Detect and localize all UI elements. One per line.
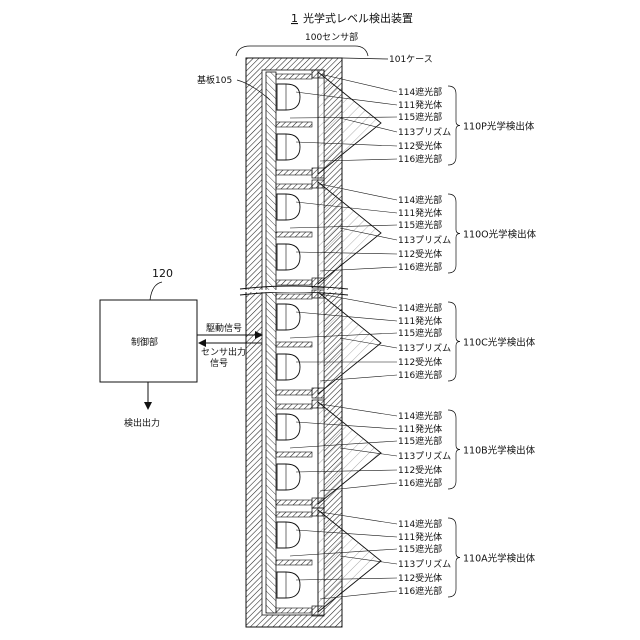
prism xyxy=(318,402,381,504)
part-label: 116遮光部 xyxy=(398,477,442,489)
part-label: 114遮光部 xyxy=(398,518,442,530)
emitter-111 xyxy=(277,84,300,110)
part-label: 113プリズム xyxy=(398,234,451,246)
controller-number: 120 xyxy=(152,267,173,280)
part-label: 113プリズム xyxy=(398,558,451,570)
part-label: 114遮光部 xyxy=(398,410,442,422)
case-label: 101ケース xyxy=(389,54,433,65)
prism xyxy=(318,72,381,174)
part-label: 111発光体 xyxy=(398,99,442,111)
shield-plate xyxy=(276,294,312,299)
receiver-112 xyxy=(277,244,300,270)
shield-plate xyxy=(276,608,312,613)
title-text: 光学式レベル検出装置 xyxy=(303,11,413,25)
group-bracket xyxy=(448,410,460,489)
shield-plate xyxy=(276,452,312,457)
emitter-111 xyxy=(277,304,300,330)
shield-116 xyxy=(312,388,324,398)
sensor-output-label-1: センサ出力 xyxy=(201,346,246,358)
part-label: 114遮光部 xyxy=(398,86,442,98)
shield-114 xyxy=(312,70,324,78)
part-label: 112受光体 xyxy=(398,356,442,368)
controller: 120 制御部 検出出力 駆動信号 センサ出力 信号 xyxy=(100,267,262,429)
part-label: 113プリズム xyxy=(398,450,451,462)
sensor-output-label-2: 信号 xyxy=(210,357,228,369)
receiver-112 xyxy=(277,464,300,490)
group-bracket xyxy=(448,194,460,273)
part-label: 116遮光部 xyxy=(398,261,442,273)
emitter-111 xyxy=(277,194,300,220)
receiver-112 xyxy=(277,572,300,598)
part-label: 114遮光部 xyxy=(398,302,442,314)
board-label: 基板105 xyxy=(197,74,232,86)
prism xyxy=(318,510,381,612)
shield-116 xyxy=(312,168,324,178)
group-bracket xyxy=(448,86,460,165)
shield-plate xyxy=(276,404,312,409)
part-label: 112受光体 xyxy=(398,572,442,584)
sensor-bracket xyxy=(236,46,368,56)
emitter-111 xyxy=(277,414,300,440)
part-label: 116遮光部 xyxy=(398,585,442,597)
shield-plate xyxy=(276,280,312,285)
part-label: 112受光体 xyxy=(398,140,442,152)
shield-plate xyxy=(276,512,312,517)
shield-plate xyxy=(276,122,312,127)
part-label: 116遮光部 xyxy=(398,369,442,381)
emitter-111 xyxy=(277,522,300,548)
receiver-112 xyxy=(277,134,300,160)
detector-group-label: 110O光学検出体 xyxy=(463,229,537,241)
part-label: 111発光体 xyxy=(398,207,442,219)
part-label: 111発光体 xyxy=(398,315,442,327)
drive-signal-label: 駆動信号 xyxy=(206,322,242,334)
shield-116 xyxy=(312,278,324,288)
part-label: 115遮光部 xyxy=(398,435,442,447)
shield-plate xyxy=(276,390,312,395)
shield-114 xyxy=(312,400,324,408)
shield-plate xyxy=(276,184,312,189)
case-leader xyxy=(342,58,388,59)
part-label: 112受光体 xyxy=(398,248,442,260)
shield-plate xyxy=(276,232,312,237)
part-label: 115遮光部 xyxy=(398,111,442,123)
prism xyxy=(318,182,381,284)
shield-114 xyxy=(312,180,324,188)
receiver-112 xyxy=(277,354,300,380)
sensor-label: 100センサ部 xyxy=(305,31,358,43)
shield-plate xyxy=(276,500,312,505)
shield-114 xyxy=(312,508,324,516)
circuit-board xyxy=(266,72,276,613)
shield-plate xyxy=(276,560,312,565)
part-label: 115遮光部 xyxy=(398,219,442,231)
detector-group-label: 110P光学検出体 xyxy=(463,121,535,133)
detector-group-label: 110A光学検出体 xyxy=(463,553,536,565)
part-label: 115遮光部 xyxy=(398,543,442,555)
shield-116 xyxy=(312,606,324,616)
part-label: 114遮光部 xyxy=(398,194,442,206)
part-label: 111発光体 xyxy=(398,423,442,435)
title: 1 光学式レベル検出装置 xyxy=(291,11,413,25)
group-bracket xyxy=(448,302,460,381)
group-bracket xyxy=(448,518,460,597)
shield-plate xyxy=(276,170,312,175)
shield-114 xyxy=(312,290,324,298)
shield-116 xyxy=(312,498,324,508)
controller-label: 制御部 xyxy=(131,336,158,348)
part-label: 115遮光部 xyxy=(398,327,442,339)
detector-group-label: 110C光学検出体 xyxy=(463,337,536,349)
part-label: 112受光体 xyxy=(398,464,442,476)
shield-plate xyxy=(276,342,312,347)
title-number: 1 xyxy=(291,12,298,25)
part-label: 113プリズム xyxy=(398,126,451,138)
output-label: 検出出力 xyxy=(124,417,160,429)
part-label: 111発光体 xyxy=(398,531,442,543)
part-label: 116遮光部 xyxy=(398,153,442,165)
detector-group-label: 110B光学検出体 xyxy=(463,445,536,457)
controller-leader xyxy=(150,282,162,300)
part-label: 113プリズム xyxy=(398,342,451,354)
shield-plate xyxy=(276,74,312,79)
